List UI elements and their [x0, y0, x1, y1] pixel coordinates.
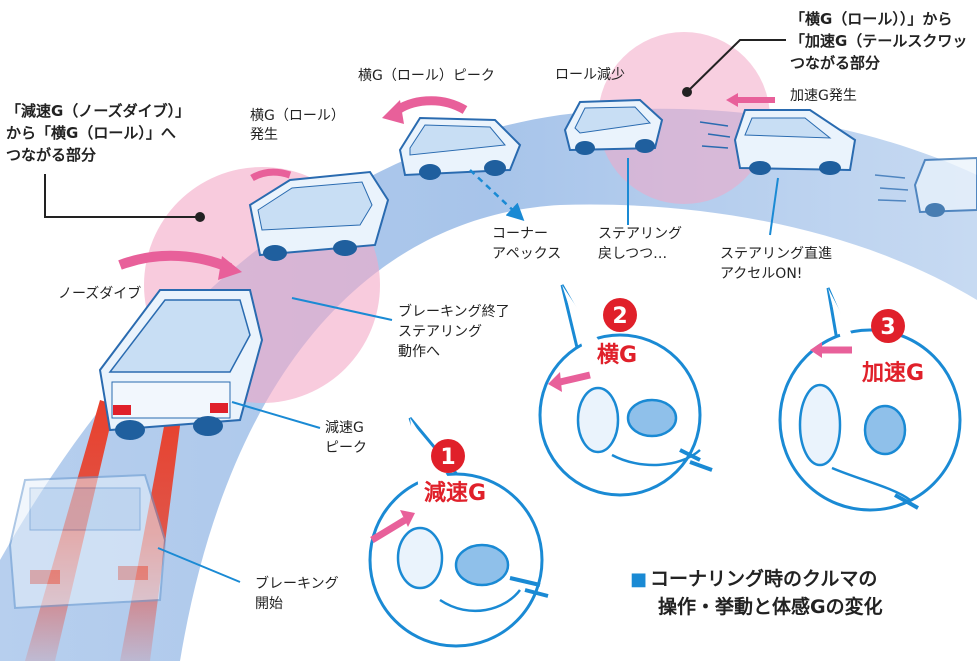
- bubble-1-title: 減速G: [424, 480, 486, 506]
- bubble-3-title: 加速G: [861, 360, 924, 386]
- label-yoko-g-hassei: 横G（ロール） 発生: [250, 105, 350, 143]
- car-roll-decrease: [563, 98, 664, 155]
- driver-figure-1: [396, 526, 549, 613]
- bubble-3-num-badge: [871, 309, 905, 343]
- leader-braking-start: [157, 547, 241, 583]
- caption: ■ コーナリング時のクルマの 操作・挙動と体感Gの変化: [630, 567, 883, 618]
- car-nose-dive: [98, 289, 264, 440]
- zone-1-title: 「減速G（ノーズダイブ）」 から「横G（ロール）」へ つながる部分: [6, 101, 195, 164]
- bubble-2: 2 横G: [538, 284, 713, 497]
- label-corner-apex: コーナー アペックス: [492, 223, 561, 262]
- leader-gensoku-peak: [231, 401, 321, 429]
- driver-figure-2: [576, 386, 713, 472]
- driver-figure-3: [798, 383, 919, 510]
- bubble-1-num: 1: [440, 445, 455, 470]
- bubble-2-num-badge: [603, 298, 637, 332]
- label-steering-chokushin: ステアリング直進 アクセルON!: [720, 243, 837, 282]
- bubble-1-num-badge: [431, 439, 465, 473]
- bubble-3: 3 加速G: [778, 287, 962, 512]
- car-accel: [699, 109, 857, 175]
- car-roll-peak: [398, 116, 522, 180]
- bubble-1: 1 減速G: [368, 417, 549, 648]
- leader-braking-end: [291, 297, 393, 321]
- bubble-3-num: 3: [880, 315, 895, 340]
- bubble-2-num: 2: [612, 304, 627, 329]
- label-yoko-g-peak: 横G（ロール）ピーク: [358, 68, 495, 84]
- g-arrow-1-head: [400, 510, 415, 527]
- bubble-2-title: 横G: [597, 343, 637, 368]
- arrow-nose-dive: [118, 250, 232, 273]
- label-roll-genshou: ロール減少: [555, 66, 625, 83]
- zone-2-title: 「横G（ロール））」から 「加速G（テールスクワッ つながる部分: [790, 9, 972, 72]
- label-braking-end: ブレーキング終了 ステアリング 動作へ: [398, 301, 515, 360]
- zone-1-leader: [44, 174, 200, 218]
- arrow-accel-head: [726, 93, 738, 107]
- label-gensoku-peak: 減速G ピーク: [325, 417, 369, 456]
- arrow-nose-dive-head: [218, 256, 242, 280]
- zone-2-circle: [598, 32, 770, 204]
- label-braking-start: ブレーキング 開始: [255, 573, 344, 612]
- leader-steering-chokushin: [769, 177, 779, 236]
- label-nose-dive: ノーズダイブ: [58, 285, 141, 302]
- g-arrow-3-head: [810, 342, 822, 358]
- arrow-roll-start: [250, 168, 292, 182]
- car-roll-start: [248, 170, 390, 261]
- label-kasoku-g-hassei: 加速G発生: [790, 88, 857, 104]
- g-arrow-2: [559, 371, 591, 386]
- label-steering-modoshi: ステアリング 戻しつつ…: [598, 223, 687, 262]
- arrow-roll-peak: [392, 96, 468, 116]
- arrow-roll-peak-head: [382, 100, 404, 124]
- g-arrow-1: [370, 517, 407, 543]
- car-ghost-start: [8, 473, 167, 610]
- g-arrow-2-head: [548, 372, 562, 392]
- zone-2-leader: [686, 39, 786, 93]
- car-exit: [874, 156, 977, 217]
